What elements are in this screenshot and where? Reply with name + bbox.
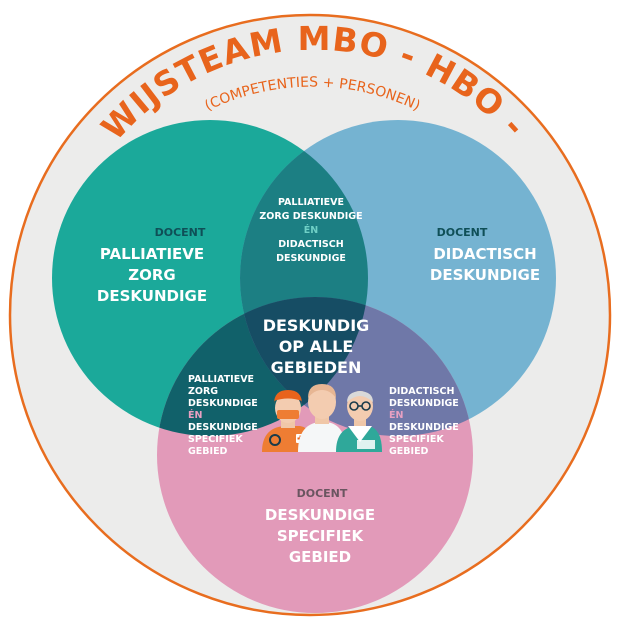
teal-pink-line6: GEBIED — [188, 446, 228, 457]
blue-docent-label: DOCENT — [437, 226, 488, 239]
teal-label-line1: PALLIATIEVE — [100, 245, 204, 263]
blue-pink-overlap — [240, 297, 473, 436]
teal-docent-label: DOCENT — [155, 226, 206, 239]
blue-pink-line5: GEBIED — [389, 446, 429, 457]
blue-pink-line2: DESKUNDIGE — [389, 398, 459, 409]
blue-label-line1: DIDACTISCH — [433, 245, 536, 263]
team-people-illustration — [262, 384, 382, 452]
teal-pink-line3: DESKUNDIGE — [188, 398, 258, 409]
doctor-icon — [336, 391, 382, 452]
center-line1: DESKUNDIG — [263, 316, 370, 335]
pink-label-line3: GEBIED — [289, 548, 351, 566]
teal-label-line2: ZORG — [128, 266, 176, 284]
blue-pink-line1: DIDACTISCH — [389, 386, 454, 397]
center-line3: GEBIEDEN — [271, 358, 362, 377]
teal-pink-line5: SPECIFIEK — [188, 434, 243, 445]
blue-pink-line4: SPECIFIEK — [389, 434, 444, 445]
teal-pink-overlap — [157, 297, 368, 436]
teal-blue-line1: PALLIATIEVE — [278, 197, 344, 208]
teal-blue-line3: DIDACTISCH — [278, 239, 343, 250]
teal-pink-line2: ZORG — [188, 386, 218, 397]
teal-blue-line4: DESKUNDIGE — [276, 253, 346, 264]
blue-label-line2: DESKUNDIGE — [430, 266, 540, 284]
pink-docent-label: DOCENT — [297, 487, 348, 500]
center-line2: OP ALLE — [279, 337, 354, 356]
blue-pink-line3: DESKUNDIGE — [389, 422, 459, 433]
teal-pink-conj: ÉN — [188, 409, 202, 421]
blue-pink-conj: ÉN — [389, 409, 403, 421]
teal-blue-line2: ZORG DESKUNDIGE — [259, 211, 362, 222]
nurse-icon — [298, 384, 346, 452]
teal-pink-line1: PALLIATIEVE — [188, 374, 254, 385]
teal-pink-line4: DESKUNDIGE — [188, 422, 258, 433]
pink-label-line2: SPECIFIEK — [277, 527, 365, 545]
pink-label-line1: DESKUNDIGE — [265, 506, 375, 524]
teal-label-line3: DESKUNDIGE — [97, 287, 207, 305]
teal-blue-conj: ÉN — [304, 224, 318, 236]
